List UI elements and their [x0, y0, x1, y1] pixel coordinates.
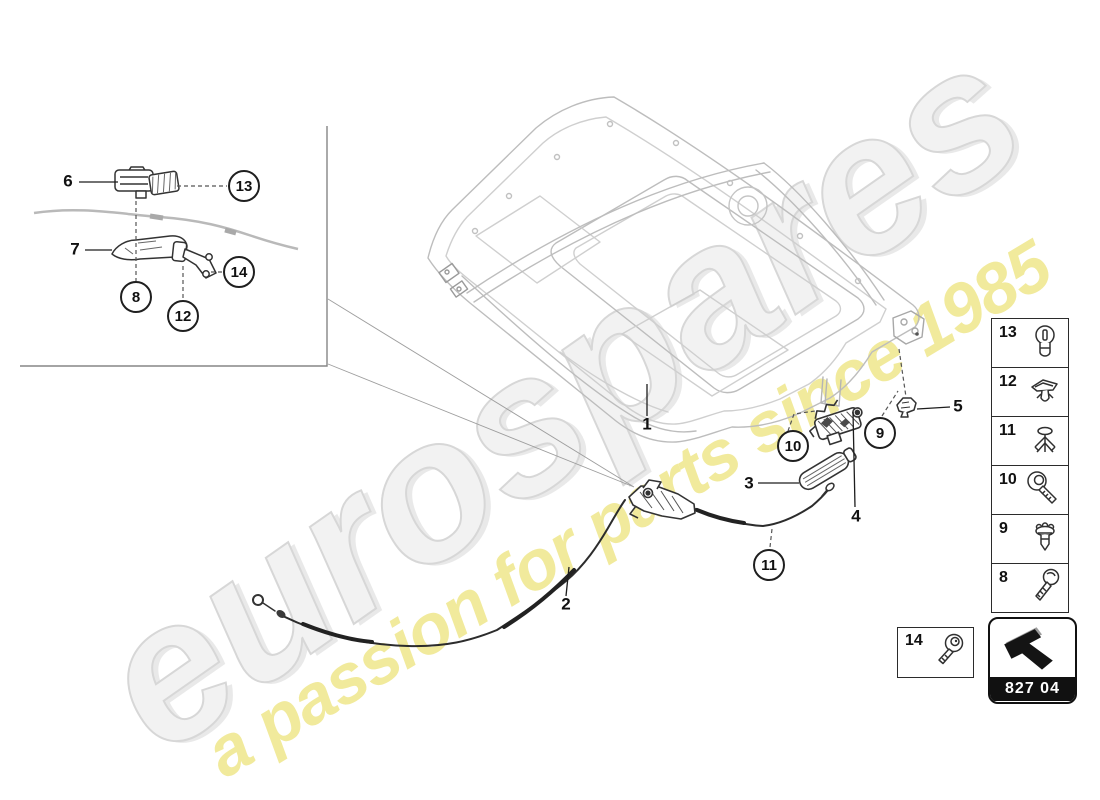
part-label-6[interactable]: 6	[63, 171, 73, 191]
grommet-nut-icon	[1023, 321, 1067, 365]
callout-circle-9[interactable]: 9	[864, 417, 896, 449]
dashed-reference-lines	[135, 185, 907, 548]
hardware-item-label: 12	[999, 373, 1017, 390]
hardware-item-12[interactable]: 12	[992, 367, 1068, 416]
hinge-detail	[438, 262, 469, 298]
part-label-3[interactable]: 3	[744, 473, 754, 493]
callout-circle-8[interactable]: 8	[120, 281, 152, 313]
corner-bracket	[892, 310, 925, 345]
callout-circle-11[interactable]: 11	[753, 549, 785, 581]
leader-lines	[79, 181, 951, 597]
part-label-7[interactable]: 7	[70, 239, 80, 259]
hardware-item-9[interactable]: 9	[992, 514, 1068, 563]
clip-part	[896, 397, 917, 418]
cable-lever-assembly	[628, 479, 696, 520]
hardware-item-label: 14	[905, 632, 923, 649]
hardware-item-14[interactable]: 14	[897, 627, 974, 678]
hardware-item-8[interactable]: 8	[992, 563, 1068, 612]
part-label-2[interactable]: 2	[561, 594, 571, 614]
hardware-legend-table: 13 12 11	[991, 318, 1069, 613]
inset-cable	[33, 209, 299, 251]
callout-circle-13[interactable]: 13	[228, 170, 260, 202]
hardware-item-label: 10	[999, 471, 1017, 488]
part-label-5[interactable]: 5	[953, 396, 963, 416]
inset-frame	[20, 126, 635, 488]
callout-circle-12[interactable]: 12	[167, 300, 199, 332]
callout-circle-10[interactable]: 10	[777, 430, 809, 462]
hardware-item-label: 9	[999, 520, 1008, 537]
panel-clip-icon	[1023, 370, 1067, 414]
push-rivet-icon	[1023, 517, 1067, 561]
grip-handle	[798, 447, 857, 491]
part-label-4[interactable]: 4	[851, 506, 861, 526]
diagram-group-code: 827 04	[990, 677, 1075, 701]
hardware-item-label: 8	[999, 569, 1008, 586]
hardware-item-10[interactable]: 10	[992, 465, 1068, 514]
lid-lock-assembly	[809, 399, 863, 446]
lid-lock-part	[114, 166, 180, 199]
hardware-item-11[interactable]: 11	[992, 416, 1068, 465]
hex-bolt-icon	[1023, 566, 1067, 610]
callout-circle-14[interactable]: 14	[223, 256, 255, 288]
flange-screw-icon	[927, 630, 971, 674]
expanding-rivet-icon	[1023, 419, 1067, 463]
part-label-1[interactable]: 1	[642, 414, 652, 434]
hardware-item-label: 13	[999, 324, 1017, 341]
washer-screw-icon	[1023, 468, 1067, 512]
release-lever-part	[111, 235, 217, 279]
diagram-arrow-icon	[990, 619, 1075, 677]
hood-wireframe	[427, 96, 925, 443]
hardware-item-13[interactable]: 13	[992, 319, 1068, 367]
diagram-group-badge[interactable]: 827 04	[988, 617, 1077, 704]
hardware-item-label: 11	[999, 422, 1016, 439]
